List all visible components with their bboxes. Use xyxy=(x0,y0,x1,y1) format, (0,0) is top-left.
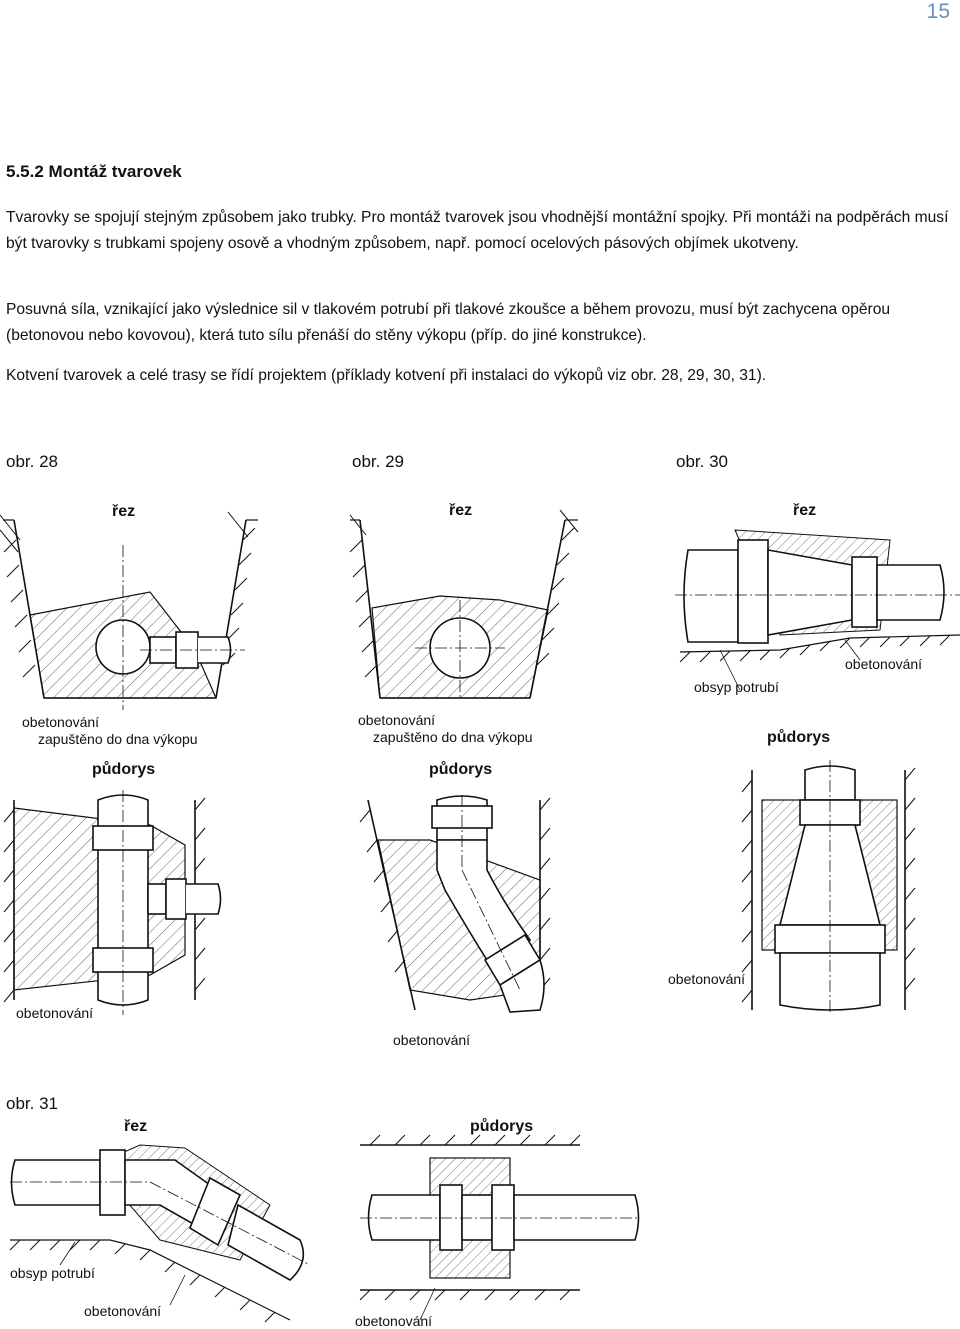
fig29-plan-drawing xyxy=(359,795,551,1013)
fig31-plan-title: půdorys xyxy=(470,1118,534,1135)
paragraph-3: Kotvení tvarovek a celé trasy se řídí pr… xyxy=(6,367,767,384)
fig28-sunk-label: zapuštěno do dna výkopu xyxy=(38,731,198,747)
fig28-plan-title: půdorys xyxy=(92,761,156,778)
fig31-section-title: řez xyxy=(124,1118,148,1135)
fig30-plan-concrete-label: obetonování xyxy=(668,971,746,987)
fig28-concrete-label: obetonování xyxy=(22,714,100,730)
fig29-section-title: řez xyxy=(449,502,473,519)
fig30-section-drawing xyxy=(675,529,960,691)
fig28-section-title: řez xyxy=(112,503,136,520)
fig30-backfill-label: obsyp potrubí xyxy=(694,679,779,695)
fig31-backfill-label: obsyp potrubí xyxy=(10,1265,95,1281)
fig29-plan-title: půdorys xyxy=(429,761,493,778)
fig29-label: obr. 29 xyxy=(352,452,404,471)
page-number: 15 xyxy=(926,0,950,23)
paragraph-1: Tvarovky se spojují stejným způsobem jak… xyxy=(6,209,949,252)
fig30-section-title: řez xyxy=(793,502,817,519)
fig28-plan-concrete-label: obetonování xyxy=(16,1005,94,1021)
fig31-plan-drawing xyxy=(359,1134,640,1321)
fig30-label: obr. 30 xyxy=(676,452,728,471)
fig30-plan-drawing xyxy=(741,760,916,1015)
fig28-label: obr. 28 xyxy=(6,452,58,471)
fig28-plan-drawing xyxy=(3,790,222,1015)
fig30-concrete-label: obetonování xyxy=(845,656,923,672)
paragraph-2: Posuvná síla, vznikající jako výslednice… xyxy=(6,301,891,344)
fig29-sunk-label: zapuštěno do dna výkopu xyxy=(373,729,533,745)
fig31-section-drawing xyxy=(9,1144,311,1323)
fig31-plan-concrete-label: obetonování xyxy=(355,1313,433,1329)
fig28-section-drawing xyxy=(0,511,258,710)
fig30-plan-title: půdorys xyxy=(767,729,831,746)
section-heading: 5.5.2 Montáž tvarovek xyxy=(6,162,182,181)
fig29-section-drawing xyxy=(349,509,579,700)
fig31-concrete-label: obetonování xyxy=(84,1303,162,1319)
fig29-plan-concrete-label: obetonování xyxy=(393,1032,471,1048)
fig31-label: obr. 31 xyxy=(6,1094,58,1113)
fig29-concrete-label: obetonování xyxy=(358,712,436,728)
